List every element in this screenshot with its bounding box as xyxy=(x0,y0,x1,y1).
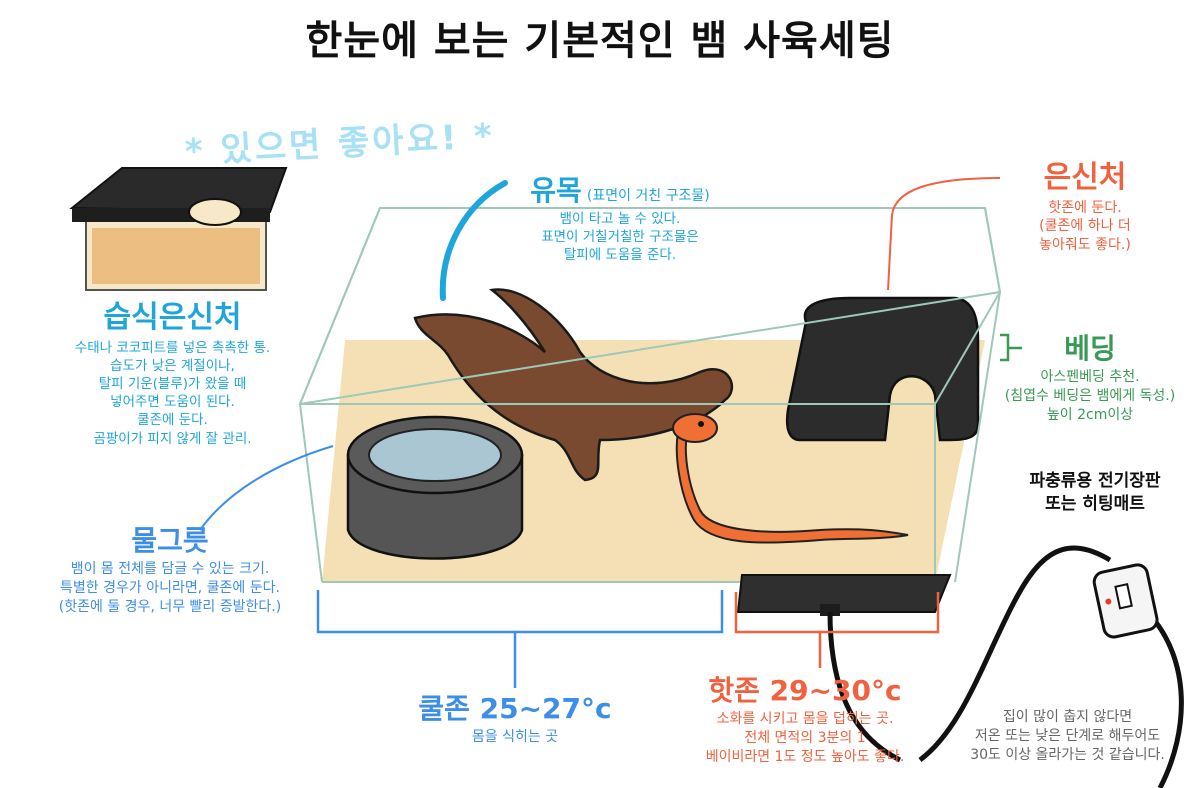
cool-zone-label: 쿨존 25~27°c 몸을 식히는 곳 xyxy=(385,690,645,747)
bedding-line: 아스펜베딩 추천. xyxy=(1040,368,1140,385)
hide-line: (쿨존에 하나 더 xyxy=(1039,218,1131,235)
house-note-label: 집이 많이 춥지 않다면 저온 또는 낮은 단계로 해두어도 30도 이상 올라… xyxy=(935,708,1200,765)
water-bowl xyxy=(346,415,524,560)
bedding-bracket xyxy=(1000,333,1022,362)
wet-hide-heading: 습식은신처 xyxy=(103,300,242,335)
hot-zone-heading: 핫존 29~30°c xyxy=(708,674,902,707)
hide-pointer xyxy=(887,177,1001,291)
water-bowl-pointer xyxy=(199,445,334,531)
heat-mat-line: 또는 히팅매트 xyxy=(1045,493,1145,514)
wet-hide-label: 습식은신처 수태나 코코피트를 넣은 촉촉한 통. 습도가 낮은 계절이나, 탈… xyxy=(0,298,345,448)
water-bowl-heading: 물그릇 xyxy=(131,524,209,557)
house-note-line: 30도 이상 올라가는 것 같습니다. xyxy=(970,746,1165,763)
driftwood-sub: (표면이 거친 구조물) xyxy=(586,188,710,204)
driftwood-line: 표면이 거칠거칠한 구조물은 xyxy=(541,229,699,246)
wet-hide-line: 습도가 낮은 계절이나, xyxy=(110,357,235,374)
wet-hide-line: 쿨존에 둔다. xyxy=(137,412,208,429)
driftwood-pointer xyxy=(439,180,508,301)
wet-hide-box xyxy=(69,167,288,291)
driftwood xyxy=(413,288,734,482)
hot-zone-bracket xyxy=(734,592,940,668)
hot-zone-line: 소화를 시키고 몸을 덥히는 곳. xyxy=(716,710,894,727)
hide-line: 핫존에 둔다. xyxy=(1048,199,1122,216)
thermostat-switch xyxy=(1092,563,1159,639)
bedding-label: 베딩 아스펜베딩 추천. (침엽수 베딩은 뱀에게 독성.) 높이 2cm이상 xyxy=(990,330,1190,424)
driftwood-line: 탈피에 도움을 준다. xyxy=(563,247,677,264)
heat-mat-cable xyxy=(827,545,1184,788)
water-bowl-line: 특별한 경우가 아니라면, 쿨존에 둔다. xyxy=(60,579,280,596)
cool-zone-heading: 쿨존 25~27°c xyxy=(418,692,612,725)
snake xyxy=(672,413,909,544)
water-bowl-line: (핫존에 둘 경우, 너무 빨리 증발한다.) xyxy=(58,598,282,615)
driftwood-heading: 유목 xyxy=(530,174,582,207)
wet-hide-line: 곰팡이가 피지 않게 잘 관리. xyxy=(93,430,252,447)
hide-line: 놓아줘도 좋다.) xyxy=(1039,237,1131,254)
heat-mat-line: 파충류용 전기장판 xyxy=(1029,471,1161,491)
heat-mat-label: 파충류용 전기장판 또는 히팅매트 xyxy=(990,470,1200,516)
heat-mat xyxy=(736,574,952,613)
mat-plug xyxy=(820,604,840,616)
hot-zone-line: 전체 면적의 3분의 1 xyxy=(744,729,866,746)
hide-rock xyxy=(785,296,980,442)
house-note-line: 저온 또는 낮은 단계로 해두어도 xyxy=(974,727,1161,744)
hide-heading: 은신처 xyxy=(1043,160,1127,195)
driftwood-line: 뱀이 타고 놀 수 있다. xyxy=(559,210,681,227)
house-note-line: 집이 많이 춥지 않다면 xyxy=(1002,709,1133,725)
bedding-line: 높이 2cm이상 xyxy=(1046,406,1134,423)
wet-hide-line: 넣어주면 도움이 된다. xyxy=(110,394,235,411)
water-bowl-label: 물그릇 뱀이 몸 전체를 담글 수 있는 크기. 특별한 경우가 아니라면, 쿨… xyxy=(0,522,340,616)
wet-hide-line: 수태나 코코피트를 넣은 촉촉한 통. xyxy=(74,339,271,356)
wet-hide-line: 탈피 기운(블루)가 왔을 때 xyxy=(98,375,247,392)
hot-zone-label: 핫존 29~30°c 소화를 시키고 몸을 덥히는 곳. 전체 면적의 3분의 … xyxy=(660,672,950,766)
cool-zone-bracket xyxy=(316,590,724,688)
cool-zone-sub: 몸을 식히는 곳 xyxy=(471,728,559,745)
hot-zone-line: 베이비라면 1도 정도 높아도 좋다. xyxy=(705,748,905,765)
hide-label: 은신처 핫존에 둔다. (쿨존에 하나 더 놓아줘도 좋다.) xyxy=(985,158,1185,255)
bedding-heading: 베딩 xyxy=(1064,332,1116,365)
driftwood-label: 유목 (표면이 거친 구조물) 뱀이 타고 놀 수 있다. 표면이 거칠거칠한 … xyxy=(470,172,770,264)
bedding-line: (침엽수 베딩은 뱀에게 독성.) xyxy=(1004,387,1176,404)
water-bowl-line: 뱀이 몸 전체를 담글 수 있는 크기. xyxy=(70,560,270,577)
page-title: 한눈에 보는 기본적인 뱀 사육세팅 xyxy=(305,18,895,64)
